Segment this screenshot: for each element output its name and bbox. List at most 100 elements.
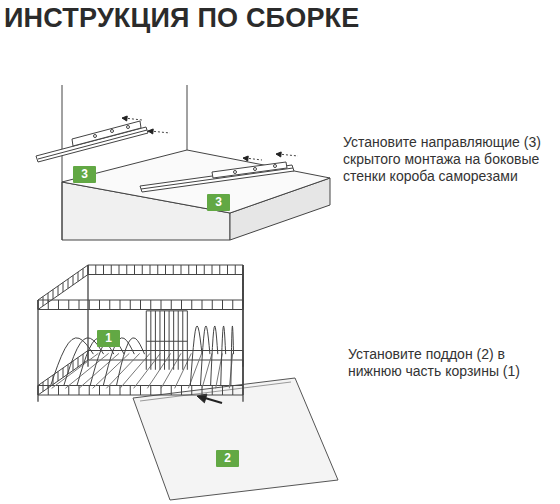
basket-wire — [150, 386, 151, 396]
basket-wire — [140, 300, 141, 310]
basket-wire — [73, 361, 74, 371]
rack-rail — [146, 310, 187, 311]
callout-number: 1 — [97, 330, 120, 347]
basket-rim — [38, 265, 243, 300]
basket-wire — [78, 272, 79, 282]
basket-wire — [243, 265, 244, 275]
basket-wire — [130, 386, 131, 396]
basket-wire — [43, 297, 44, 307]
basket-wire — [227, 265, 228, 275]
cabinet-wall-edge — [62, 85, 63, 240]
cabinet-wall-corner — [187, 85, 188, 150]
screw-arrow-head — [122, 116, 127, 121]
basket-wire — [83, 269, 84, 279]
basket-wire — [48, 293, 49, 303]
basket-wire — [103, 265, 104, 275]
basket-bottom-wire — [65, 353, 108, 388]
plate-holder — [221, 326, 226, 386]
basket-wire — [191, 300, 192, 310]
drawer-rail — [36, 127, 148, 162]
basket-wire — [222, 300, 223, 310]
callout-number: 3 — [207, 194, 230, 211]
rack-bar — [182, 311, 183, 370]
screw-arrow-head — [148, 129, 153, 134]
instruction-text: Установите поддон (2) в нижнюю часть кор… — [348, 346, 543, 380]
screw-arrow-head — [276, 152, 281, 157]
basket-wire — [88, 265, 89, 275]
basket-wire — [109, 386, 110, 396]
basket-wire — [38, 300, 39, 310]
rack-bar — [155, 311, 156, 370]
basket-wire — [142, 265, 143, 275]
screw-arrow-head — [243, 156, 248, 161]
basket-post — [37, 300, 38, 402]
rack-bar — [164, 311, 165, 370]
basket-wire — [111, 265, 112, 275]
tray — [133, 378, 338, 500]
plate-holder — [116, 338, 144, 386]
basket-wire — [68, 300, 69, 310]
instruction-text: Установите направляющие (3) скрытого мон… — [343, 134, 555, 185]
screw-hole — [127, 126, 130, 129]
basket-wire — [232, 386, 233, 396]
basket-wire — [171, 300, 172, 310]
basket-wire — [120, 386, 121, 396]
basket-wire — [222, 386, 223, 396]
basket-wire — [38, 386, 39, 396]
basket-wire — [130, 300, 131, 310]
basket-wire — [99, 386, 100, 396]
screw-hole — [111, 130, 114, 133]
rack-bar — [150, 311, 151, 370]
title: ИНСТРУКЦИЯ ПО СБОРКЕ — [4, 2, 360, 34]
rail-bracket — [72, 121, 141, 146]
plate-holder — [200, 326, 209, 386]
basket-wire — [109, 300, 110, 310]
basket-wire — [232, 300, 233, 310]
rack-bar — [173, 311, 174, 370]
basket-wire — [79, 300, 80, 310]
plate-holder — [211, 326, 218, 386]
callout-number: 3 — [73, 166, 96, 183]
rack-bar — [169, 311, 170, 370]
basket-wire — [181, 265, 182, 275]
basket-wire — [79, 386, 80, 396]
basket-wire — [134, 265, 135, 275]
rack-bar — [187, 311, 188, 370]
basket-bottom-wire — [120, 353, 150, 388]
basket-wire — [150, 265, 151, 275]
rack-rail — [146, 341, 187, 342]
basket-wire — [58, 386, 59, 396]
basket-wire — [83, 354, 84, 364]
basket-wire — [38, 386, 39, 396]
basket-wire — [140, 386, 141, 396]
rack-bar — [178, 311, 179, 370]
basket-wire — [89, 300, 90, 310]
basket-wire — [58, 300, 59, 310]
basket-wire — [204, 265, 205, 275]
basket-wire — [48, 379, 49, 389]
basket-bottom-wire — [52, 353, 99, 388]
screw-hole — [94, 135, 97, 138]
basket-bottom-wire — [134, 353, 161, 388]
basket-wire — [188, 265, 189, 275]
basket-post — [242, 265, 243, 367]
basket-wire — [95, 265, 96, 275]
basket-wire — [243, 386, 244, 396]
rack-bar — [146, 311, 147, 370]
callout-number: 2 — [216, 450, 239, 467]
basket-wire — [126, 265, 127, 275]
basket-wire — [173, 265, 174, 275]
basket-wire — [161, 300, 162, 310]
basket-wire — [235, 265, 236, 275]
basket-wire — [243, 265, 244, 275]
basket-wire — [157, 265, 158, 275]
basket-wire — [120, 300, 121, 310]
basket-wire — [68, 386, 69, 396]
basket-wire — [63, 368, 64, 378]
basket-wire — [73, 276, 74, 286]
basket-rim — [38, 360, 243, 395]
rack-bar — [159, 311, 160, 370]
basket-wire — [38, 300, 39, 310]
